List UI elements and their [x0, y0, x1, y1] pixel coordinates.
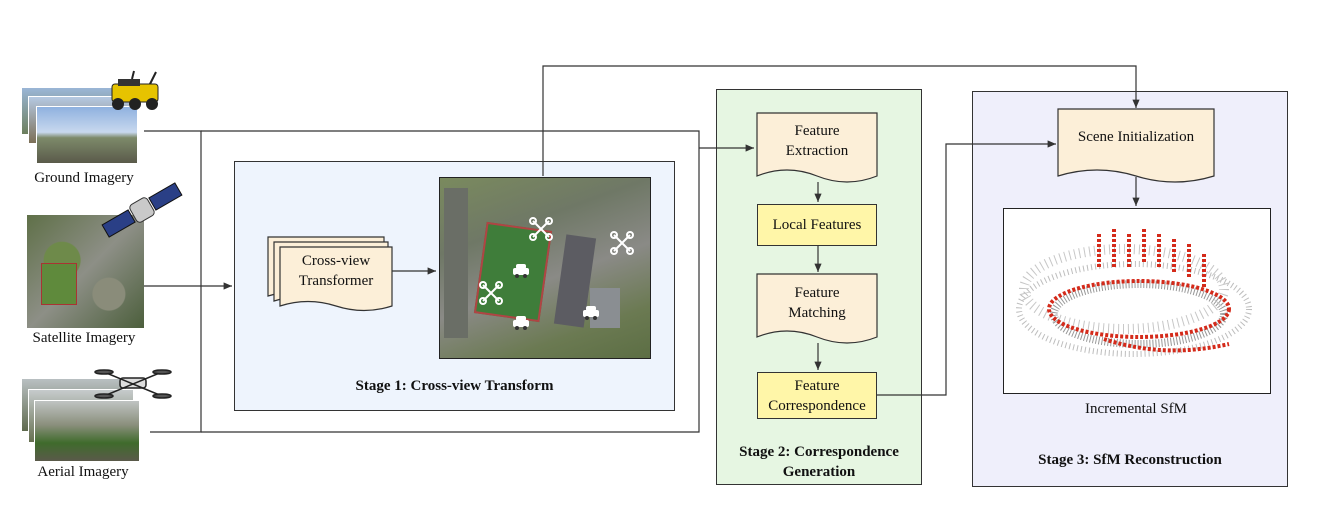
transformer-label-line1: Cross-view [301, 253, 371, 269]
feature-matching-line1: Feature [794, 285, 840, 301]
aerial-image-stack [22, 379, 142, 463]
aerial-imagery-label: Aerial Imagery [37, 464, 129, 480]
incremental-sfm-label: Incremental SfM [1084, 401, 1188, 417]
pointcloud-drawing [1016, 229, 1252, 357]
aerial-map-image [439, 177, 651, 359]
satellite-imagery-label: Satellite Imagery [32, 330, 136, 346]
transformer-label: Cross-view Transformer [280, 251, 392, 291]
feature-extraction-line1: Feature [794, 123, 840, 139]
stage2-title-line2: Generation [782, 464, 856, 480]
feature-correspondence-line2: Correspondence [768, 397, 866, 414]
local-features-node: Local Features [757, 204, 877, 246]
ground-imagery-label: Ground Imagery [34, 170, 134, 186]
feature-extraction-line2: Extraction [785, 143, 849, 159]
stage3-title: Stage 3: SfM Reconstruction [1038, 452, 1222, 468]
sfm-pointcloud-image [1003, 208, 1271, 394]
feature-matching-line2: Matching [788, 305, 846, 321]
stage2-title: Stage 2: Correspondence Generation [716, 442, 922, 482]
transformer-label-line2: Transformer [298, 273, 374, 289]
stage1-title: Stage 1: Cross-view Transform [355, 378, 554, 394]
feature-matching-node: Feature Matching [757, 283, 877, 323]
feature-correspondence-node: Feature Correspondence [757, 372, 877, 419]
feature-extraction-node: Feature Extraction [757, 121, 877, 161]
stage2-title-line1: Stage 2: Correspondence [739, 444, 899, 460]
scene-initialization-node: Scene Initialization [1077, 129, 1195, 145]
satellite-image [27, 215, 144, 328]
local-features-label: Local Features [772, 217, 862, 233]
feature-correspondence-line1: Feature [794, 377, 840, 394]
ground-image-stack [22, 88, 142, 164]
